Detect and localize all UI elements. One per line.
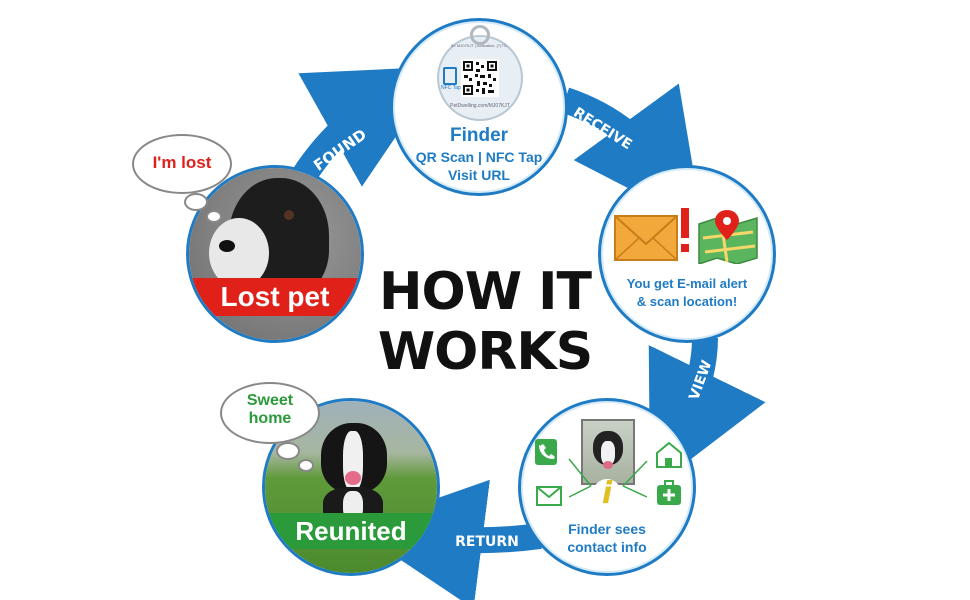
pet-tag-image: NFC Tap ID: MJ07KJT | Activation: (7)73.…: [437, 25, 523, 121]
return-arrow-label: RETURN: [455, 534, 519, 550]
alert-step: You get E-mail alert & scan location!: [598, 165, 776, 343]
page-title: HOW IT WORKS: [370, 262, 600, 382]
alert-line-2: & scan location!: [636, 294, 738, 309]
contact-line-2: contact info: [567, 539, 647, 555]
finder-heading: Finder: [449, 125, 509, 146]
lost-pet-step: Lost pet: [186, 165, 364, 343]
finder-step: NFC Tap ID: MJ07KJT | Activation: (7)73.…: [390, 18, 568, 196]
lost-thought-bubble: I'm lost: [132, 134, 232, 194]
reunited-bubble-line-1: Sweet: [246, 392, 294, 409]
tag-text-top: ID: MJ07KJT | Activation: (7)73...: [450, 43, 510, 48]
email-alert-icon: [614, 208, 689, 261]
contact-line-1: Finder sees: [568, 521, 646, 537]
view-arrow: VIEW: [648, 337, 766, 491]
lost-pet-label: Lost pet: [189, 278, 361, 316]
finder-line-1: QR Scan | NFC Tap: [415, 149, 543, 165]
reunited-bubble-dot-1: [276, 442, 300, 460]
finder-line-2: Visit URL: [448, 167, 510, 183]
info-diagram-icon: i: [535, 439, 682, 511]
alert-line-1: You get E-mail alert: [626, 276, 748, 291]
lost-bubble-text: I'm lost: [152, 153, 212, 172]
reunited-thought-bubble: Sweet home: [220, 382, 320, 444]
reunited-bubble-dot-2: [298, 459, 314, 472]
nfc-label: NFC Tap: [441, 85, 461, 91]
nfc-icon: [443, 67, 457, 85]
svg-text:i: i: [602, 476, 613, 511]
reunited-label: Reunited: [265, 513, 437, 549]
reunited-bubble-line-2: home: [248, 410, 292, 427]
dog-photo-thumbnail: [581, 419, 635, 485]
title-line-2: WORKS: [377, 322, 593, 382]
lost-bubble-dot-2: [206, 210, 222, 223]
tag-text-bottom: PetDwelling.com/MJ07KJT: [450, 103, 510, 109]
tag-ring: [470, 25, 490, 45]
qr-code-icon: [461, 59, 499, 97]
map-location-icon: [698, 210, 758, 264]
contact-info-step: i Finder sees contact info: [518, 398, 696, 576]
receive-arrow: RECEIVE: [560, 83, 703, 227]
lost-bubble-dot-1: [184, 193, 208, 211]
title-line-1: HOW IT: [378, 262, 592, 322]
